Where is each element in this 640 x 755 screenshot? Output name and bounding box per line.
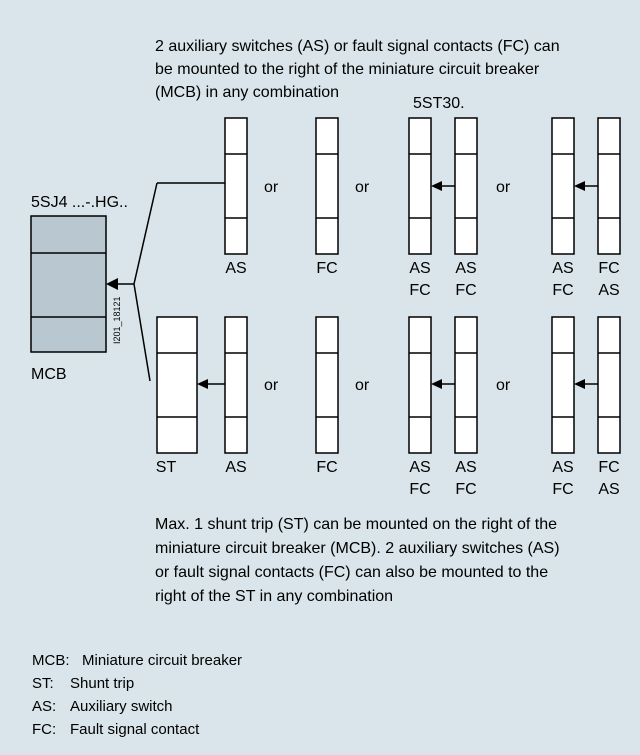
legend-text: Shunt trip — [70, 675, 134, 692]
module-label: FC — [316, 260, 337, 277]
or-text: or — [355, 179, 370, 196]
module-label: FC — [455, 282, 476, 299]
module-label: AS — [598, 282, 619, 299]
series-label: 5ST30. — [413, 95, 465, 112]
intro-line: be mounted to the right of the miniature… — [155, 61, 540, 78]
module-label: FC — [409, 282, 430, 299]
module-label: AS — [455, 260, 476, 277]
note-line: Max. 1 shunt trip (ST) can be mounted on… — [155, 516, 557, 533]
module-label: AS — [225, 260, 246, 277]
top-row-labels: AS FC AS FC AS FC AS FC FC AS — [225, 260, 619, 299]
module-fc — [315, 316, 339, 454]
module-as — [224, 316, 248, 454]
module-label: FC — [598, 459, 619, 476]
module-label: FC — [552, 481, 573, 498]
module-fc — [315, 117, 339, 255]
module-as — [224, 117, 248, 255]
note-line: or fault signal contacts (FC) can also b… — [155, 564, 548, 581]
module-label: FC — [552, 282, 573, 299]
legend-abbr: ST: — [32, 675, 54, 692]
bottom-row-labels: ST AS FC AS FC AS FC AS FC FC AS — [156, 459, 620, 498]
top-row-arrows — [431, 181, 598, 191]
module-label: ST — [156, 459, 177, 476]
module-as-fc — [551, 117, 575, 255]
legend-abbr: FC: — [32, 721, 56, 738]
module-as-fc — [551, 316, 575, 454]
module-label: AS — [552, 459, 573, 476]
bottom-row-or: or or or — [264, 377, 511, 394]
intro-line: (MCB) in any combination — [155, 84, 339, 101]
or-text: or — [264, 179, 279, 196]
top-row-or: or or or — [264, 179, 511, 196]
module-label: AS — [409, 260, 430, 277]
legend: MCB: Miniature circuit breaker ST: Shunt… — [32, 652, 242, 738]
arrow-head — [106, 278, 118, 290]
module-as-fc — [454, 117, 478, 255]
or-text: or — [496, 179, 511, 196]
connector-lines — [115, 182, 225, 382]
or-text: or — [355, 377, 370, 394]
device-label: 5SJ4 ...-.HG.. — [31, 194, 128, 211]
figure-id: I201_18121 — [112, 296, 122, 344]
note-line: right of the ST in any combination — [155, 588, 393, 605]
intro-text: 2 auxiliary switches (AS) or fault signa… — [155, 38, 560, 101]
module-as-fc — [408, 117, 432, 255]
module-st — [156, 316, 198, 454]
legend-abbr: MCB: — [32, 652, 70, 669]
legend-abbr: AS: — [32, 698, 56, 715]
mcb-label: MCB — [31, 366, 67, 383]
module-as-fc — [454, 316, 478, 454]
module-label: FC — [409, 481, 430, 498]
or-text: or — [264, 377, 279, 394]
module-label: AS — [225, 459, 246, 476]
bottom-row-arrows — [197, 379, 598, 389]
module-fc-as — [597, 117, 621, 255]
legend-text: Fault signal contact — [70, 721, 200, 738]
module-fc-as — [597, 316, 621, 454]
module-label: AS — [409, 459, 430, 476]
module-label: FC — [316, 459, 337, 476]
module-label: AS — [455, 459, 476, 476]
module-as-fc — [408, 316, 432, 454]
intro-line: 2 auxiliary switches (AS) or fault signa… — [155, 38, 560, 55]
legend-text: Auxiliary switch — [70, 698, 173, 715]
top-row — [224, 117, 621, 255]
note-line: miniature circuit breaker (MCB). 2 auxil… — [155, 540, 560, 557]
mcb-module — [30, 215, 107, 353]
module-label: FC — [455, 481, 476, 498]
note-text: Max. 1 shunt trip (ST) can be mounted on… — [155, 516, 560, 605]
or-text: or — [496, 377, 511, 394]
bottom-row — [156, 316, 621, 454]
module-label: AS — [598, 481, 619, 498]
legend-text: Miniature circuit breaker — [82, 652, 242, 669]
module-label: AS — [552, 260, 573, 277]
module-label: FC — [598, 260, 619, 277]
